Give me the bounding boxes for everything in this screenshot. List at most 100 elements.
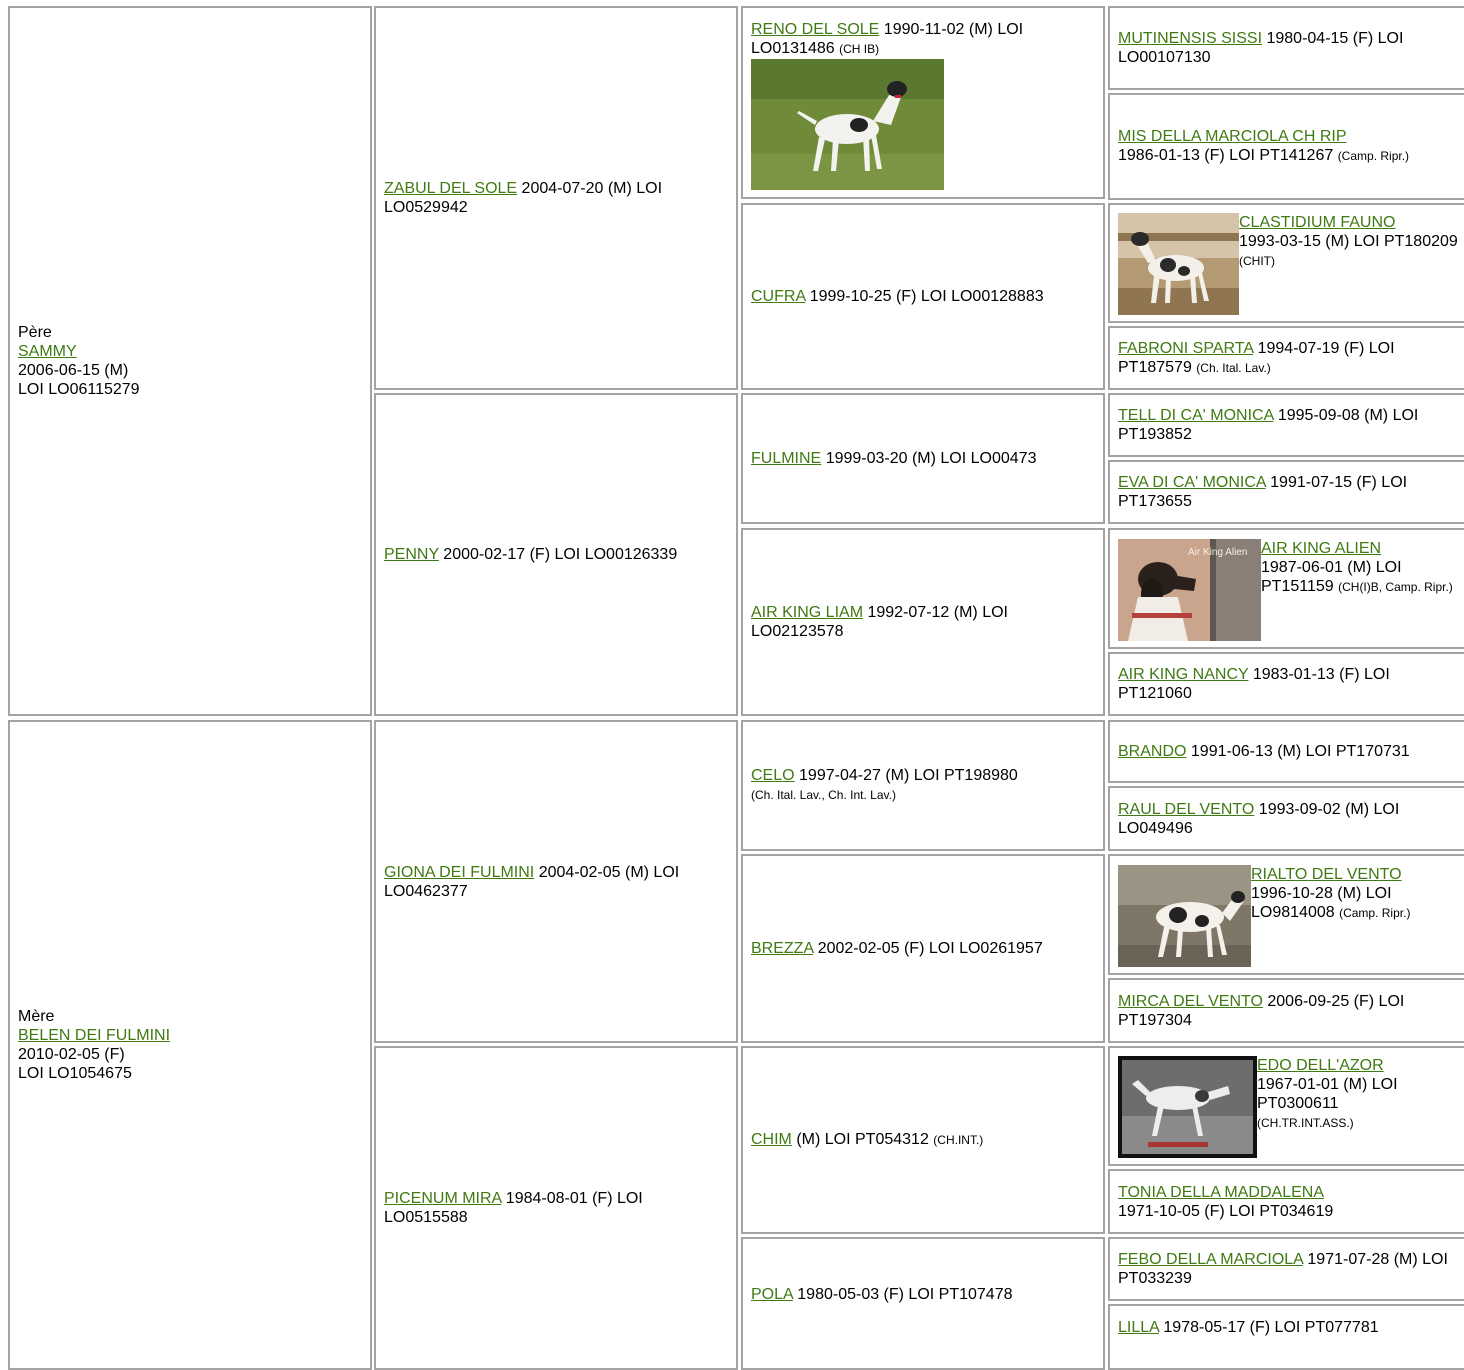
dam-link[interactable]: BELEN DEI FULMINI [18,1027,171,1044]
dog-link[interactable]: RENO DEL SOLE [751,21,880,38]
pedigree-cell-gen2: ZABUL DEL SOLE 2004-07-20 (M) LOI LO0529… [374,6,738,390]
pedigree-cell-gen3: FULMINE 1999-03-20 (M) LOI LO00473 [741,393,1105,524]
pedigree-cell-gen4: MIS DELLA MARCIOLA CH RIP 1986-01-13 (F) … [1108,93,1464,200]
pedigree-cell-gen4: AIR KING NANCY 1983-01-13 (F) LOI PT1210… [1108,652,1464,716]
dog-link[interactable]: FULMINE [751,450,822,467]
pedigree-cell-gen3: CELO 1997-04-27 (M) LOI PT198980 (Ch. Ita… [741,720,1105,851]
pedigree-cell-gen4: LILLA 1978-05-17 (F) LOI PT077781 [1108,1304,1464,1370]
pedigree-cell-gen2: PICENUM MIRA 1984-08-01 (F) LOI LO051558… [374,1046,738,1370]
dog-photo[interactable] [751,59,944,190]
dog-photo[interactable] [1118,865,1251,967]
pedigree-cell-gen3: BREZZA 2002-02-05 (F) LOI LO0261957 [741,854,1105,1043]
dog-link[interactable]: CLASTIDIUM FAUNO [1239,214,1396,231]
pedigree-cell-gen4: TELL DI CA' MONICA 1995-09-08 (M) LOI PT… [1108,393,1464,457]
dog-link[interactable]: TONIA DELLA MADDALENA [1118,1183,1324,1201]
pedigree-cell-gen4: FABRONI SPARTA 1994-07-19 (F) LOI PT1875… [1108,326,1464,390]
dam-cell: Mère BELEN DEI FULMINI 2010-02-05 (F) LO… [8,720,372,1370]
dog-photo[interactable] [1118,213,1239,315]
pedigree-cell-gen4: MUTINENSIS SISSI 1980-04-15 (F) LOI LO00… [1108,6,1464,90]
sire-reg: LOI LO06115279 [18,381,140,398]
dog-link[interactable]: TELL DI CA' MONICA [1118,407,1274,424]
dog-info: 1987-06-01 (M) LOI PT151159 [1261,559,1402,595]
dog-link[interactable]: CELO [751,767,795,784]
dog-link[interactable]: PENNY [384,546,439,563]
dog-info: 2004-02-05 (M) LOI LO0462377 [384,863,680,900]
dog-info: 2002-02-05 (F) LOI LO0261957 [817,940,1043,957]
pedigree-cell-gen4: RIALTO DEL VENTO 1996-10-28 (M) LOI LO981… [1108,854,1464,975]
dog-title: (CHIT) [1239,254,1275,268]
pedigree-cell-gen4: EVA DI CA' MONICA 1991-07-15 (F) LOI PT1… [1108,460,1464,524]
dog-title: (Ch. Ital. Lav.) [1196,360,1271,375]
dog-info: 1971-07-28 (M) LOI PT033239 [1118,1251,1448,1287]
dog-info: 1971-10-05 (F) LOI PT034619 [1118,1202,1334,1220]
dog-info: 1978-05-17 (F) LOI PT077781 [1163,1319,1379,1336]
pedigree-cell-gen4: Air King Alien AIR KING ALIEN 1987-06-01 … [1108,528,1464,649]
dog-info: 1994-07-19 (F) LOI PT187579 [1118,339,1395,376]
dog-link[interactable]: AIR KING ALIEN [1261,540,1382,557]
dog-title: (CH(I)B, Camp. Ripr.) [1338,580,1453,594]
dam-reg: LOI LO1054675 [18,1065,132,1082]
dog-link[interactable]: CHIM [751,1131,792,1148]
dog-link[interactable]: LILLA [1118,1319,1159,1336]
pedigree-cell-gen4: EDO DELL'AZOR 1967-01-01 (M) LOI PT030061… [1108,1046,1464,1166]
pedigree-cell-gen4: RAUL DEL VENTO 1993-09-02 (M) LOI LO0494… [1108,786,1464,851]
dog-link[interactable]: BRANDO [1118,743,1187,760]
pedigree-cell-gen3: CUFRA 1999-10-25 (F) LOI LO00128883 [741,203,1105,390]
dog-link[interactable]: MIRCA DEL VENTO [1118,992,1263,1010]
dog-link[interactable]: EDO DELL'AZOR [1257,1057,1384,1074]
dam-date: 2010-02-05 (F) [18,1046,125,1063]
dog-link[interactable]: MIS DELLA MARCIOLA CH RIP [1118,128,1347,145]
dog-link[interactable]: RAUL DEL VENTO [1118,800,1255,818]
pedigree-cell-gen3: RENO DEL SOLE 1990-11-02 (M) LOI LO01314… [741,6,1105,199]
dog-title: (Camp. Ripr.) [1337,149,1410,163]
dog-info: 1991-07-15 (F) LOI PT173655 [1118,474,1408,510]
dog-title: (CH.INT.) [933,1133,984,1147]
dog-info: 1993-09-02 (M) LOI LO049496 [1118,800,1400,837]
dog-info: 2000-02-17 (F) LOI LO00126339 [443,546,678,563]
dog-info: 1990-11-02 (M) LOI LO0131486 [751,21,1024,57]
pedigree-cell-gen2: PENNY 2000-02-17 (F) LOI LO00126339 [374,393,738,716]
dog-link[interactable]: FABRONI SPARTA [1118,339,1254,357]
dog-link[interactable]: BREZZA [751,940,814,957]
dam-role: Mère [18,1008,55,1025]
dog-info: 1986-01-13 (F) LOI PT141267 [1118,147,1334,164]
dog-link[interactable]: AIR KING LIAM [751,604,864,621]
dog-info: 1992-07-12 (M) LOI LO02123578 [751,604,1008,640]
dog-info: 1967-01-01 (M) LOI PT0300611 [1257,1076,1398,1112]
pedigree-cell-gen4: MIRCA DEL VENTO 2006-09-25 (F) LOI PT197… [1108,978,1464,1043]
dog-info: 1997-04-27 (M) LOI PT198980 [799,767,1018,784]
dog-link[interactable]: PICENUM MIRA [384,1190,502,1207]
dog-link[interactable]: EVA DI CA' MONICA [1118,474,1266,491]
dog-info: (M) LOI PT054312 [796,1131,929,1148]
dog-link[interactable]: ZABUL DEL SOLE [384,180,518,197]
dog-info: 1996-10-28 (M) LOI LO9814008 [1251,885,1392,921]
dog-info: 1980-05-03 (F) LOI PT107478 [797,1286,1013,1303]
dog-link[interactable]: MUTINENSIS SISSI [1118,30,1263,47]
dog-info: 1980-04-15 (F) LOI LO00107130 [1118,30,1404,66]
dog-info: 1995-09-08 (M) LOI PT193852 [1118,407,1419,443]
dog-link[interactable]: RIALTO DEL VENTO [1251,866,1402,883]
dog-info: 1984-08-01 (F) LOI LO0515588 [384,1190,643,1226]
pedigree-cell-gen2: GIONA DEI FULMINI 2004-02-05 (M) LOI LO0… [374,720,738,1043]
dog-photo[interactable]: Air King Alien [1118,539,1261,641]
sire-date: 2006-06-15 (M) [18,362,129,379]
sire-role: Père [18,324,52,341]
dog-info: 2006-09-25 (F) LOI PT197304 [1118,992,1405,1029]
dog-info: 1991-06-13 (M) LOI PT170731 [1190,743,1410,760]
dog-link[interactable]: AIR KING NANCY [1118,666,1249,683]
dog-title: (CH IB) [839,42,880,56]
pedigree-cell-gen3: CHIM (M) LOI PT054312 (CH.INT.) [741,1046,1105,1234]
dog-title: (Ch. Ital. Lav., Ch. Int. Lav.) [751,788,896,802]
dog-photo[interactable] [1118,1056,1257,1158]
dog-info: 1999-10-25 (F) LOI LO00128883 [809,288,1044,305]
sire-link[interactable]: SAMMY [18,343,77,360]
pedigree-cell-gen3: AIR KING LIAM 1992-07-12 (M) LOI LO02123… [741,528,1105,716]
dog-title: (CH.TR.INT.ASS.) [1257,1116,1354,1130]
dog-link[interactable]: POLA [751,1286,793,1303]
dog-info: 1983-01-13 (F) LOI PT121060 [1118,666,1390,702]
dog-link[interactable]: GIONA DEI FULMINI [384,863,535,881]
dog-link[interactable]: FEBO DELLA MARCIOLA [1118,1251,1303,1268]
dog-link[interactable]: CUFRA [751,288,806,305]
